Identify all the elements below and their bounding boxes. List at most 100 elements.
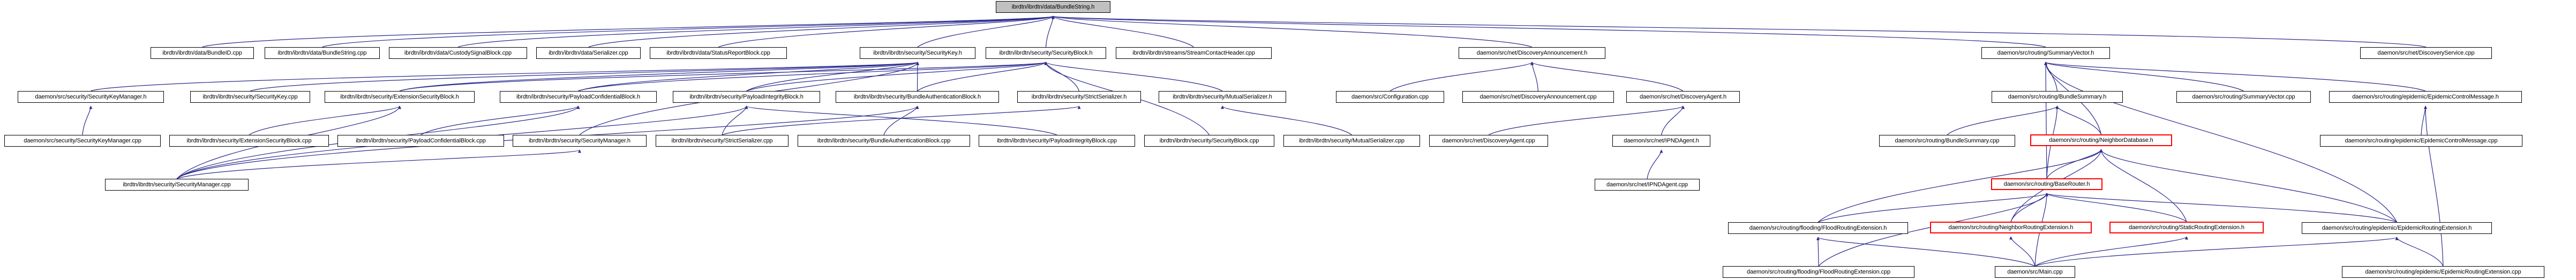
graph-node-label: ibrdtn/ibrdtn/security/MutualSerializer.… (1173, 93, 1272, 100)
graph-node[interactable]: ibrdtn/ibrdtn/data/BundleID.cpp (151, 47, 254, 59)
graph-node[interactable]: ibrdtn/ibrdtn/security/PayloadConfidenti… (500, 91, 657, 103)
graph-node[interactable]: ibrdtn/ibrdtn/security/SecurityKey.h (860, 47, 975, 59)
graph-node[interactable]: daemon/src/security/SecurityKeyManager.c… (4, 135, 161, 147)
graph-node[interactable]: daemon/src/routing/epidemic/EpidemicCont… (2329, 91, 2522, 103)
graph-node-label: daemon/src/net/DiscoveryService.cpp (2377, 49, 2475, 56)
graph-node[interactable]: daemon/src/routing/SummaryVector.h (1981, 47, 2110, 59)
graph-edge (917, 16, 1055, 48)
graph-edge (746, 62, 919, 92)
graph-node[interactable]: ibrdtn/ibrdtn/data/BundleString.h (996, 1, 1110, 13)
graph-node-label: ibrdtn/ibrdtn/security/PayloadIntegrityB… (689, 93, 803, 100)
graph-node[interactable]: ibrdtn/ibrdtn/security/PayloadConfidenti… (337, 135, 504, 147)
graph-node[interactable]: daemon/src/routing/NeighborDatabase.h (2030, 134, 2172, 146)
graph-node[interactable]: ibrdtn/ibrdtn/security/SecurityKey.cpp (190, 91, 310, 103)
graph-node[interactable]: ibrdtn/ibrdtn/security/MutualSerializer.… (1159, 91, 1286, 103)
graph-node[interactable]: ibrdtn/ibrdtn/streams/StreamContactHeade… (1116, 47, 1272, 59)
graph-node-label: daemon/src/Main.cpp (2007, 268, 2063, 275)
graph-node[interactable]: ibrdtn/ibrdtn/security/SecurityBlock.cpp (1144, 135, 1274, 147)
graph-node-label: ibrdtn/ibrdtn/data/Serializer.cpp (549, 49, 628, 56)
graph-edge (399, 62, 1047, 92)
graph-node[interactable]: daemon/src/net/DiscoveryAgent.h (1626, 91, 1740, 103)
graph-edge (1052, 16, 2427, 48)
graph-node[interactable]: ibrdtn/ibrdtn/security/StrictSerializer.… (1017, 91, 1141, 103)
graph-node[interactable]: daemon/src/net/DiscoveryAgent.cpp (1429, 135, 1548, 147)
graph-edge (1052, 16, 1194, 48)
graph-edge (1816, 237, 1820, 267)
graph-node[interactable]: ibrdtn/ibrdtn/security/ExtensionSecurity… (325, 91, 475, 103)
graph-node-label: ibrdtn/ibrdtn/data/BundleString.h (1011, 3, 1095, 10)
graph-node[interactable]: ibrdtn/ibrdtn/data/StatusReportBlock.cpp (650, 47, 787, 59)
graph-edge (1816, 237, 2036, 267)
graph-edge (1488, 105, 1685, 135)
graph-node[interactable]: ibrdtn/ibrdtn/data/BundleString.cpp (265, 47, 380, 59)
graph-edge (1052, 16, 1533, 48)
graph-node[interactable]: daemon/src/routing/epidemic/EpidemicRout… (2302, 222, 2492, 234)
graph-edge (745, 105, 1057, 135)
graph-node[interactable]: daemon/src/routing/flooding/FloodRouting… (1728, 222, 1908, 234)
graph-node[interactable]: ibrdtn/ibrdtn/security/BundleAuthenticat… (836, 91, 999, 103)
graph-node[interactable]: daemon/src/routing/flooding/FloodRouting… (1723, 266, 1914, 278)
graph-node-label: daemon/src/Configuration.cpp (1351, 93, 1429, 100)
graph-node[interactable]: daemon/src/routing/BundleSummary.h (1992, 91, 2123, 103)
graph-node[interactable]: ibrdtn/ibrdtn/security/MutualSerializer.… (1283, 135, 1420, 147)
graph-node[interactable]: daemon/src/net/DiscoveryAnnouncement.cpp (1462, 91, 1614, 103)
graph-node[interactable]: daemon/src/routing/NeighborRoutingExtens… (1930, 222, 2092, 233)
graph-node-label: ibrdtn/ibrdtn/security/ExtensionSecurity… (186, 137, 312, 144)
graph-edge (2045, 193, 2187, 222)
graph-node-label: daemon/src/net/IPNDAgent.cpp (1606, 181, 1688, 188)
graph-node-label: daemon/src/net/DiscoveryAnnouncement.cpp (1479, 93, 1597, 100)
graph-node-label: ibrdtn/ibrdtn/security/PayloadConfidenti… (356, 137, 486, 144)
graph-edge (420, 105, 580, 135)
graph-node[interactable]: ibrdtn/ibrdtn/security/BundleAuthenticat… (798, 135, 970, 147)
graph-node-label: daemon/src/routing/epidemic/EpidemicCont… (2352, 93, 2499, 100)
graph-node-label: daemon/src/net/IPNDAgent.h (1624, 137, 1699, 144)
graph-edge (2421, 105, 2427, 135)
graph-node[interactable]: daemon/src/routing/BaseRouter.h (1991, 178, 2102, 190)
graph-node[interactable]: daemon/src/net/IPNDAgent.h (1612, 135, 1710, 147)
graph-edge (2044, 62, 2244, 92)
graph-node[interactable]: ibrdtn/ibrdtn/security/SecurityBlock.h (986, 47, 1106, 59)
graph-node-label: ibrdtn/ibrdtn/data/BundleString.cpp (277, 49, 367, 56)
graph-node-label: daemon/src/routing/SummaryVector.cpp (2192, 93, 2295, 100)
graph-node-label: daemon/src/net/DiscoveryAgent.h (1640, 93, 1726, 100)
graph-edge (322, 16, 1055, 48)
graph-edge (746, 62, 1048, 92)
graph-edge (91, 62, 919, 92)
graph-edge (578, 62, 1048, 92)
graph-node-label: daemon/src/routing/flooding/FloodRouting… (1746, 268, 1891, 275)
graph-node[interactable]: daemon/src/routing/StaticRoutingExtensio… (2109, 222, 2264, 233)
graph-node[interactable]: ibrdtn/ibrdtn/security/PayloadIntegrityB… (673, 91, 820, 103)
graph-node-label: daemon/src/security/SecurityKeyManager.c… (24, 137, 141, 144)
graph-node[interactable]: ibrdtn/ibrdtn/security/PayloadIntegrityB… (979, 135, 1135, 147)
graph-node[interactable]: daemon/src/routing/SummaryVector.cpp (2176, 91, 2311, 103)
graph-edge (578, 62, 919, 92)
graph-node[interactable]: daemon/src/Main.cpp (1995, 266, 2075, 278)
graph-node[interactable]: daemon/src/net/DiscoveryService.cpp (2360, 47, 2492, 59)
graph-node[interactable]: daemon/src/routing/epidemic/EpidemicCont… (2320, 135, 2522, 147)
graph-node[interactable]: ibrdtn/ibrdtn/data/Serializer.cpp (536, 47, 641, 59)
graph-node-label: daemon/src/routing/BundleSummary.cpp (1895, 137, 2000, 144)
graph-node[interactable]: daemon/src/net/IPNDAgent.cpp (1595, 179, 1700, 191)
graph-node[interactable]: ibrdtn/ibrdtn/security/StrictSerializer.… (656, 135, 788, 147)
graph-node-label: ibrdtn/ibrdtn/security/SecurityManager.c… (123, 181, 231, 188)
graph-node-label: daemon/src/routing/BundleSummary.h (2008, 93, 2107, 100)
graph-node[interactable]: daemon/src/routing/epidemic/EpidemicRout… (2342, 266, 2544, 278)
graph-node[interactable]: daemon/src/security/SecurityKeyManager.h (18, 91, 164, 103)
graph-edge (1818, 193, 2048, 223)
graph-node[interactable]: ibrdtn/ibrdtn/data/CustodySignalBlock.cp… (389, 47, 527, 59)
graph-node[interactable]: daemon/src/Configuration.cpp (1336, 91, 1444, 103)
graph-node[interactable]: daemon/src/routing/BundleSummary.cpp (1879, 135, 2015, 147)
graph-edge (1221, 105, 1352, 135)
graph-node-label: daemon/src/routing/StaticRoutingExtensio… (2129, 224, 2244, 231)
graph-edge (1530, 62, 1684, 92)
graph-node[interactable]: daemon/src/net/DiscoveryAnnouncement.h (1459, 47, 1605, 59)
graph-node[interactable]: ibrdtn/ibrdtn/security/ExtensionSecurity… (169, 135, 329, 147)
graph-node[interactable]: ibrdtn/ibrdtn/security/SecurityManager.h (513, 135, 647, 147)
graph-edge (2010, 193, 2048, 222)
graph-node-label: daemon/src/security/SecurityKeyManager.h (35, 93, 147, 100)
graph-node-label: ibrdtn/ibrdtn/streams/StreamContactHeade… (1132, 49, 1255, 56)
graph-node-label: ibrdtn/ibrdtn/data/StatusReportBlock.cpp (666, 49, 770, 56)
graph-node-label: daemon/src/routing/epidemic/EpidemicRout… (2322, 224, 2472, 231)
graph-edge (1052, 16, 2046, 48)
graph-node[interactable]: ibrdtn/ibrdtn/security/SecurityManager.c… (105, 179, 249, 191)
